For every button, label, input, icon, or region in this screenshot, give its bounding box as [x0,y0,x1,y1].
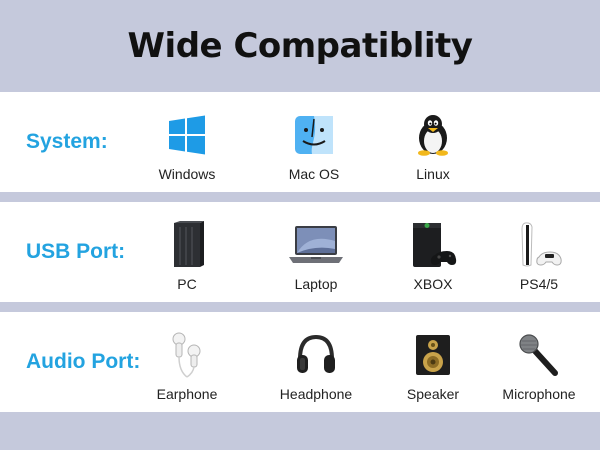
item-linux-label: Linux [416,166,450,182]
item-pc-label: PC [177,276,197,292]
item-macos: Mac OS [259,92,369,192]
usb-port-row: USB Port: PC Laptop [0,202,600,302]
windows-logo-icon [155,110,219,160]
item-laptop-label: Laptop [294,276,338,292]
speaker-icon [401,330,465,380]
item-windows-label: Windows [158,166,216,182]
usb-port-label: USB Port: [26,240,126,263]
item-windows: Windows [132,92,242,192]
item-xbox-label: XBOX [413,276,453,292]
system-label: System: [26,130,108,153]
item-microphone: Microphone [484,312,594,412]
system-row: System: Windows Mac OS [0,92,600,192]
item-earphone-label: Earphone [156,386,218,402]
xbox-console-icon [401,220,465,270]
audio-port-row: Audio Port: Earphone Headphone [0,312,600,412]
item-speaker-label: Speaker [406,386,460,402]
audio-port-label: Audio Port: [26,350,141,373]
laptop-icon [284,220,348,270]
microphone-icon [507,330,571,380]
item-xbox: XBOX [378,202,488,302]
item-microphone-label: Microphone [502,386,576,402]
item-speaker: Speaker [378,312,488,412]
item-ps45: PS4/5 [484,202,594,302]
item-linux: Linux [378,92,488,192]
item-laptop: Laptop [261,202,371,302]
earphone-icon [155,330,219,380]
item-macos-label: Mac OS [288,166,340,182]
item-earphone: Earphone [132,312,242,412]
headphone-icon [284,330,348,380]
linux-penguin-icon [401,110,465,160]
item-pc: PC [132,202,242,302]
pc-tower-icon [155,220,219,270]
item-ps45-label: PS4/5 [519,276,559,292]
page-title: Wide Compatiblity [127,26,473,66]
item-headphone-label: Headphone [279,386,353,402]
item-headphone: Headphone [261,312,371,412]
mac-finder-icon [282,110,346,160]
ps5-console-icon [507,220,571,270]
